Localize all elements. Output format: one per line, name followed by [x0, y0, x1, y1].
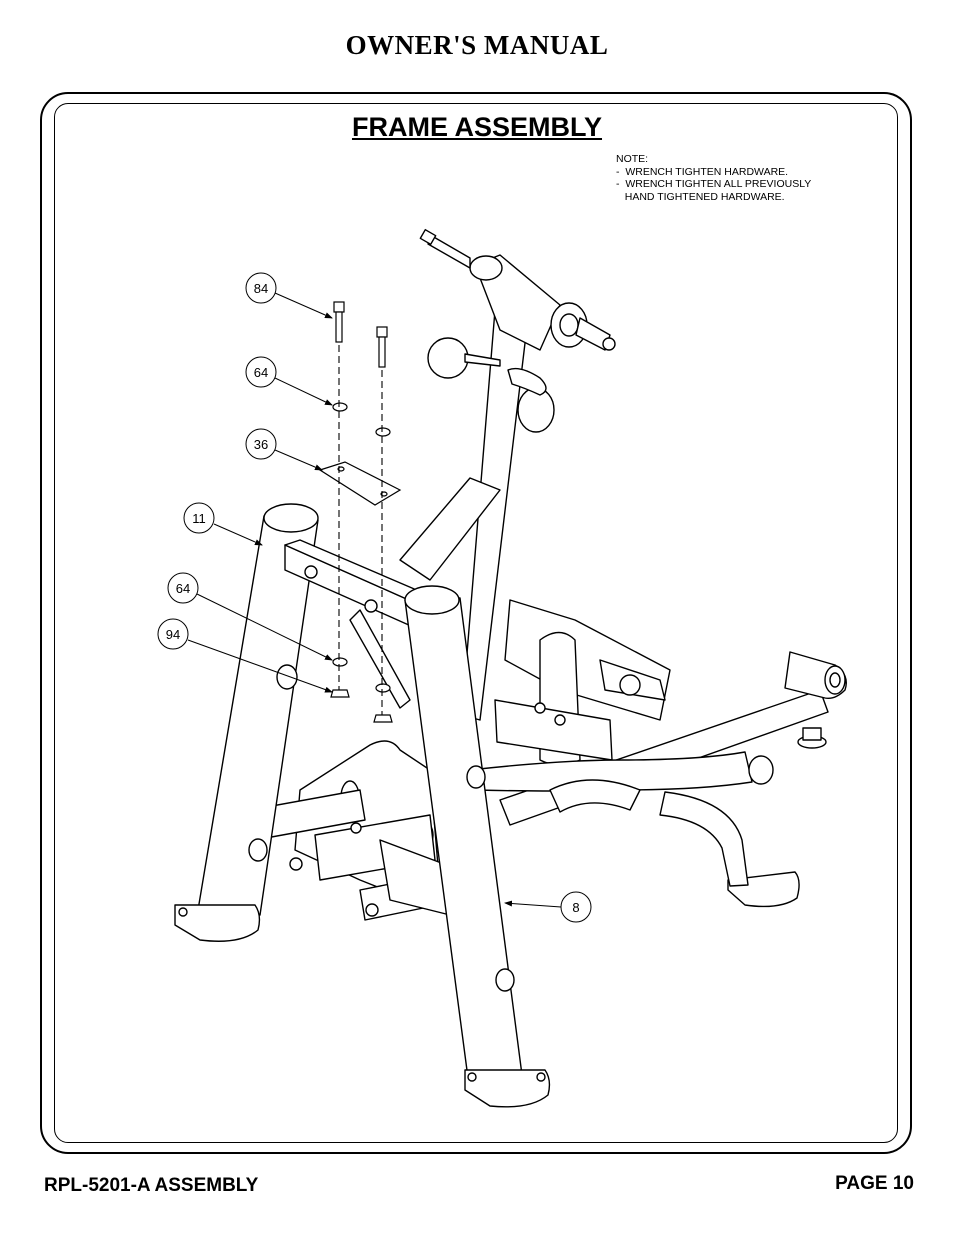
rear-arch-tube [659, 791, 749, 887]
callout-label: 8 [572, 900, 579, 915]
callout-label: 36 [254, 437, 268, 452]
front-foot-right [464, 1069, 551, 1108]
footer-model: RPL-5201-A ASSEMBLY [44, 1175, 259, 1196]
callout-36 [245, 428, 277, 460]
footer-page-number: PAGE 10 [835, 1173, 914, 1194]
washer-64-upper [332, 402, 348, 412]
outer-border [40, 92, 912, 1154]
callout-label: 11 [192, 511, 206, 526]
note-line: HAND TIGHTENED HARDWARE. [616, 190, 785, 203]
callout-label: 64 [176, 581, 190, 596]
callout-label: 94 [166, 627, 180, 642]
callout-64-lower [167, 572, 199, 604]
callout-64-upper [245, 356, 277, 388]
callout-8 [560, 891, 592, 923]
assembly-note: NOTE:- WRENCH TIGHTEN HARDWARE.- WRENCH … [616, 153, 811, 203]
callout-94 [157, 618, 189, 650]
section-title: FRAME ASSEMBLY [351, 112, 603, 142]
note-line: - WRENCH TIGHTEN HARDWARE. [616, 165, 789, 178]
note-line: - WRENCH TIGHTEN ALL PREVIOUSLY [616, 178, 812, 190]
seat-knob [427, 337, 469, 379]
nut-94 [330, 689, 350, 698]
washer-64-lower [332, 657, 348, 667]
bolt-84 [333, 301, 345, 313]
diagonal-brace [399, 477, 501, 581]
inner-border [54, 103, 898, 1143]
callout-label: 84 [254, 281, 268, 296]
front-foot-left [174, 904, 261, 942]
top-handle-bar [427, 235, 471, 269]
note-line: NOTE: [616, 153, 649, 165]
manual-title: OWNER'S MANUAL [345, 30, 609, 60]
callout-84 [245, 272, 277, 304]
bolt-84b [376, 326, 388, 338]
callout-11 [183, 502, 215, 534]
plate-36 [318, 461, 402, 506]
callout-label: 64 [254, 365, 268, 380]
